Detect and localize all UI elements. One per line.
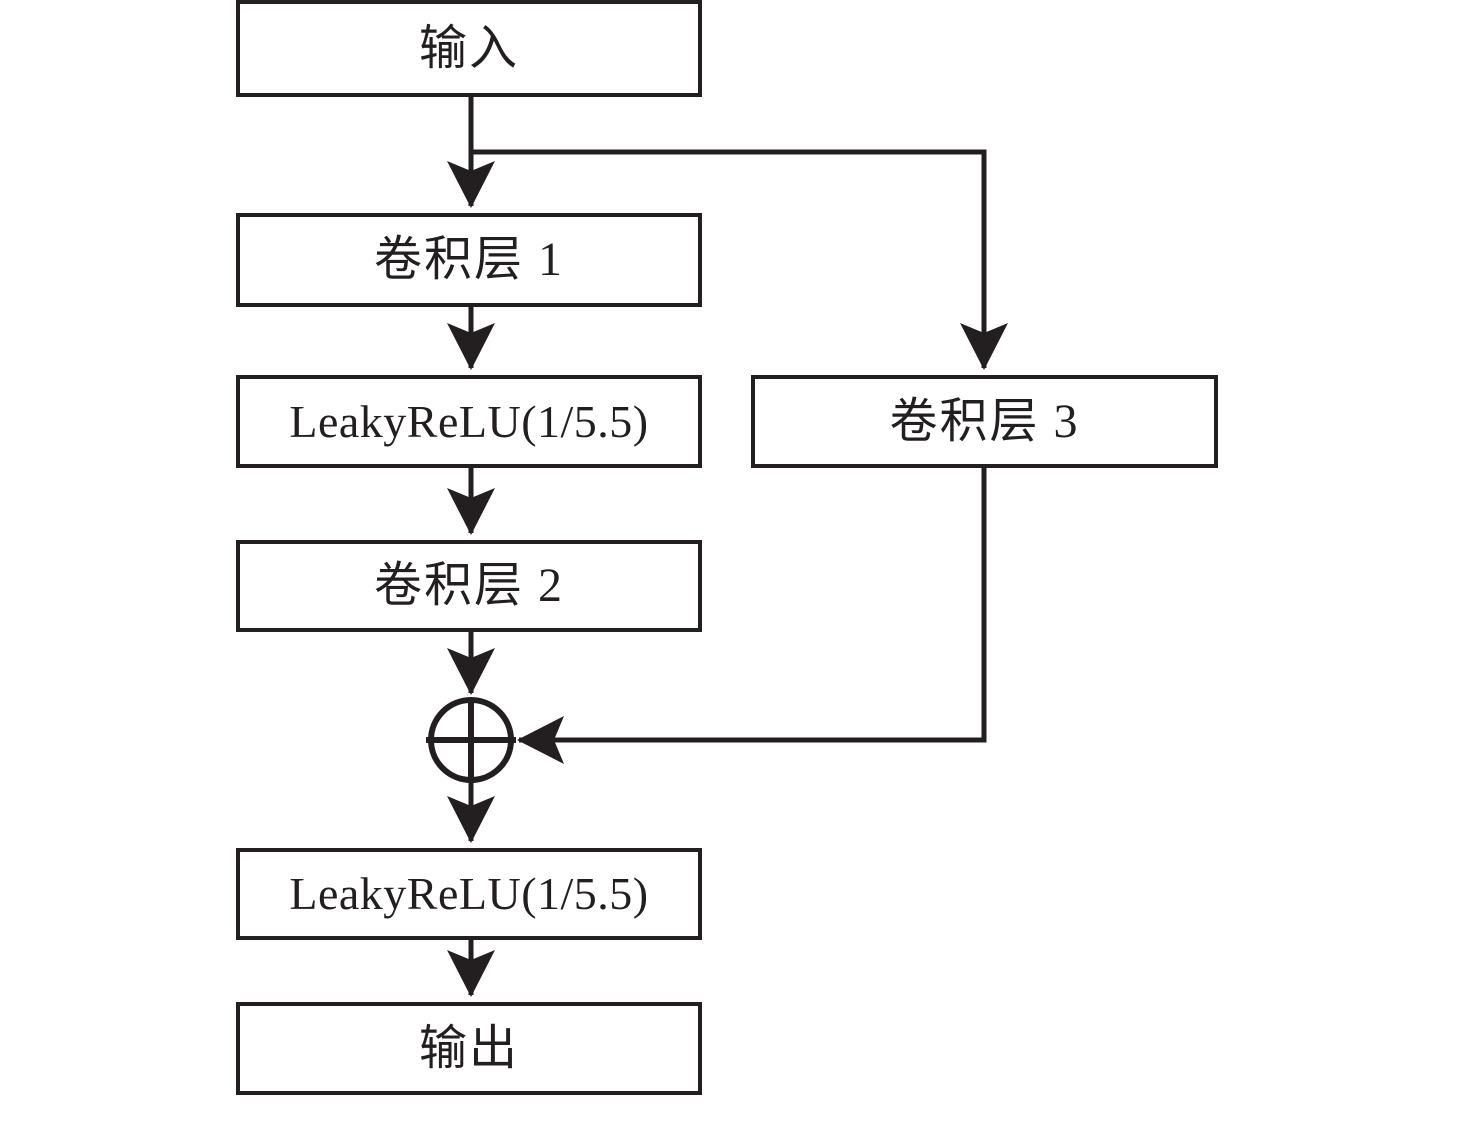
node-conv-layer-1-label: 卷积层 1 (373, 233, 564, 286)
node-input: 输入 (236, 0, 702, 97)
node-leakyrelu-1: LeakyReLU(1/5.5) (236, 375, 702, 468)
node-conv-layer-2-label: 卷积层 2 (373, 559, 564, 612)
node-conv-layer-3-label: 卷积层 3 (889, 394, 1080, 448)
node-conv-layer-1: 卷积层 1 (236, 213, 702, 307)
node-conv-layer-2: 卷积层 2 (236, 540, 702, 632)
node-leakyrelu-2: LeakyReLU(1/5.5) (236, 848, 702, 940)
node-conv-layer-3: 卷积层 3 (751, 375, 1218, 468)
node-input-label: 输入 (418, 21, 519, 75)
adder-node (426, 697, 516, 783)
node-output-label: 输出 (418, 1021, 519, 1075)
node-leakyrelu-1-label: LeakyReLU(1/5.5) (289, 395, 649, 447)
edge-input-to-conv3 (471, 149, 1008, 370)
node-leakyrelu-2-label: LeakyReLU(1/5.5) (289, 868, 649, 919)
edge-conv3-to-add (517, 468, 987, 764)
node-output: 输出 (236, 1002, 702, 1095)
